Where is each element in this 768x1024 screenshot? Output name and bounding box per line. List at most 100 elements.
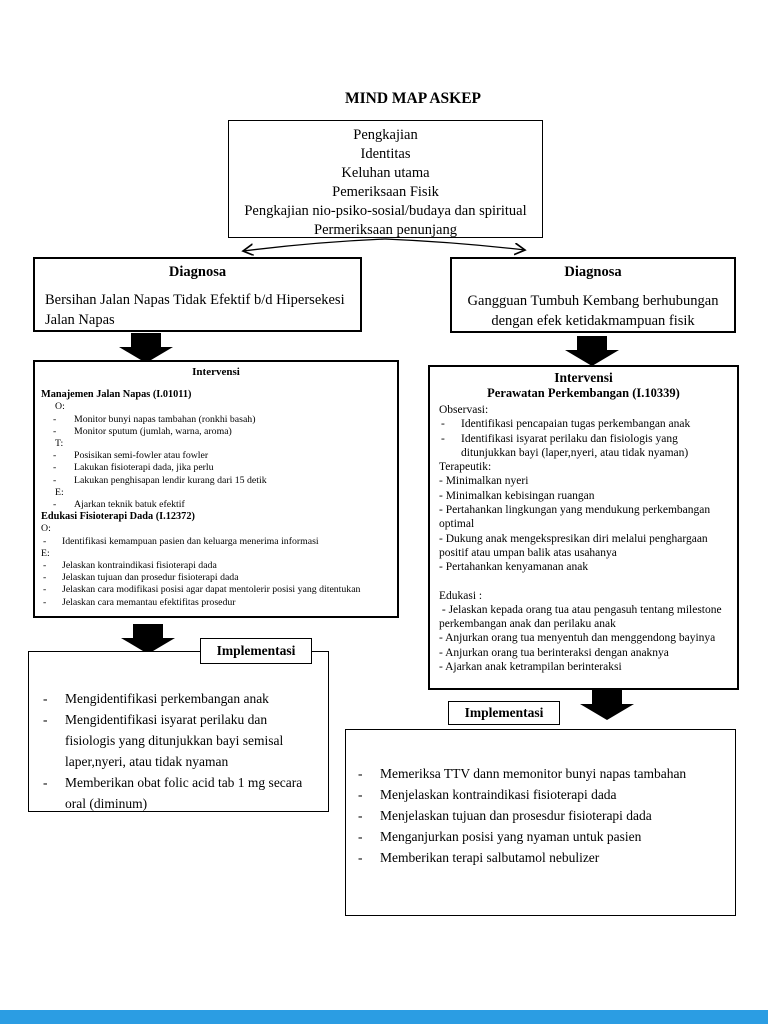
- text-line: - Monitor bunyi napas tambahan (ronkhi ba…: [41, 414, 391, 426]
- bullet-text: Mengidentifikasi isyarat perilaku dan fi…: [65, 712, 287, 769]
- text-line: - Ajarkan teknik batuk efektif: [41, 499, 391, 511]
- bullet-dash: -: [43, 560, 47, 572]
- arrow-shaft: [577, 336, 607, 350]
- text-line: Terapeutik:: [439, 461, 492, 474]
- text-line: - Minimalkan nyeri: [439, 475, 529, 488]
- down-arrow-left-intervensi: [121, 624, 175, 654]
- text-line: O:: [55, 401, 65, 413]
- bullet-text: Monitor bunyi napas tambahan (ronkhi bas…: [74, 413, 256, 425]
- arrow-head: [119, 347, 173, 363]
- implementasi-box-right: - Memeriksa TTV dann memonitor bunyi napa…: [345, 729, 736, 916]
- bullet-text: Memberikan obat folic acid tab 1 mg seca…: [65, 775, 306, 811]
- footer-progress-bar: [0, 1010, 768, 1024]
- text-line: -Monitor sputum (jumlah, warna, aroma): [41, 426, 391, 438]
- arrow-to-right-diagnosa: [384, 238, 525, 250]
- arrow-head: [121, 638, 175, 654]
- diagnosa-box-right: Diagnosa Gangguan Tumbuh Kembang berhubu…: [450, 257, 736, 333]
- bullet-dash: -: [43, 572, 47, 584]
- implementasi-label-right: Implementasi: [448, 701, 560, 725]
- text-line: - Ajarkan anak ketrampilan berinteraksi: [439, 661, 622, 674]
- bullet-text: Ajarkan teknik batuk efektif: [74, 499, 185, 511]
- text-line: - Lakukan penghisapan lendir kurang dari …: [41, 475, 391, 487]
- diagnosa-right-title: Diagnosa: [564, 264, 622, 280]
- text-line: - Memberikan obat folic acid tab 1 mg sec…: [41, 772, 320, 814]
- text-line: [439, 575, 728, 589]
- bullet-dash: -: [358, 829, 363, 844]
- text-line: - Pertahankan kenyamanan anak: [439, 561, 589, 574]
- text-line: - Jelaskan kepada orang tua atau pengasu…: [439, 603, 725, 631]
- text-line: Manajemen Jalan Napas (I.01011): [41, 389, 192, 401]
- bullet-dash: -: [43, 596, 47, 608]
- text-line: - Posisikan semi-fowler atau fowler: [41, 450, 391, 462]
- bullet-dash: -: [43, 691, 48, 706]
- text-line: -Jelaskan cara memantau efektifitas pros…: [41, 597, 391, 609]
- bullet-dash: -: [53, 474, 57, 486]
- diagnosa-left-text: Bersihan Jalan Napas Tidak Efektif b/d H…: [45, 292, 345, 328]
- bullet-dash: -: [43, 584, 47, 596]
- bullet-dash: -: [43, 535, 47, 547]
- bullet-dash: -: [358, 766, 363, 781]
- assessment-box: Pengkajian Identitas Keluhan utama Pemer…: [228, 120, 543, 238]
- intervensi-left-title: Intervensi: [192, 366, 240, 378]
- arrow-to-left-diagnosa: [243, 238, 386, 251]
- text-line: - Jelaskan tujuan dan prosedur fisioterap…: [41, 572, 391, 584]
- text-line: O:: [41, 523, 51, 535]
- intervensi-box-right: Intervensi Perawatan Perkembangan (I.103…: [428, 365, 739, 690]
- arrow-head: [580, 704, 634, 720]
- bullet-dash: -: [43, 712, 48, 727]
- diagnosa-right-text: Gangguan Tumbuh Kembang berhubungan deng…: [467, 293, 719, 329]
- down-arrow-right-diagnosa: [565, 336, 619, 366]
- intervensi-right-title: Intervensi: [554, 370, 613, 385]
- bullet-dash: -: [53, 499, 57, 511]
- intervensi-right-subtitle: Perawatan Perkembangan (I.10339): [487, 386, 680, 400]
- bullet-text: Identifikasi pencapaian tugas perkembang…: [461, 418, 691, 431]
- bullet-text: Menjelaskan kontraindikasi fisioterapi d…: [380, 787, 617, 802]
- text-line: - Memberikan terapi salbutamol nebulizer: [356, 847, 727, 868]
- down-arrow-left-diagnosa: [119, 333, 173, 363]
- text-line: -Menjelaskan tujuan dan prosesdur fisiot…: [356, 805, 727, 826]
- text-line: - Anjurkan orang tua berinteraksi dengan…: [439, 646, 669, 659]
- implementasi-box-left: - Mengidentifikasi perkembangan anak - Meng…: [28, 651, 329, 812]
- intervensi-left-lines: Manajemen Jalan Napas (I.01011)O:-Monito…: [41, 389, 391, 609]
- bullet-text: Memberikan terapi salbutamol nebulizer: [380, 850, 600, 865]
- page-title: MIND MAP ASKEP: [344, 90, 482, 107]
- bullet-dash: -: [358, 787, 363, 802]
- text-line: - Jelaskan kontraindikasi fisioterapi dad…: [41, 560, 391, 572]
- intervensi-box-left: Intervensi Manajemen Jalan Napas (I.0101…: [33, 360, 399, 618]
- bullet-text: Menganjurkan posisi yang nyaman untuk pa…: [380, 829, 642, 844]
- bullet-dash: -: [43, 775, 48, 790]
- text-line: - Mengidentifikasi isyarat perilaku dan f…: [41, 709, 320, 772]
- text-line: Edukasi Fisioterapi Dada (I.12372): [41, 511, 195, 523]
- text-line: Observasi:: [439, 404, 489, 416]
- text-line: - Minimalkan kebisingan ruangan: [439, 489, 595, 502]
- down-arrow-right-intervensi: [580, 690, 634, 720]
- text-line: E:: [55, 486, 64, 498]
- bullet-text: Posisikan semi-fowler atau fowler: [74, 450, 209, 462]
- text-line: - Anjurkan orang tua menyentuh dan mengg…: [439, 632, 716, 645]
- diagnosa-left-title: Diagnosa: [168, 264, 227, 280]
- text-line: - Mengidentifikasi perkembangan anak: [41, 688, 320, 709]
- arrow-shaft: [131, 333, 161, 347]
- text-line: E:: [41, 547, 50, 559]
- bullet-text: Memeriksa TTV dann memonitor bunyi napas…: [380, 766, 687, 781]
- text-line: -Lakukan fisioterapi dada, jika perlu: [41, 462, 391, 474]
- text-line: - Menganjurkan posisi yang nyaman untuk p…: [356, 826, 727, 847]
- text-line: T:: [55, 438, 64, 450]
- bullet-dash: -: [53, 450, 57, 462]
- bullet-text: Jelaskan cara modifikasi posisi agar dap…: [62, 584, 361, 596]
- bullet-dash: -: [358, 850, 363, 865]
- bullet-text: Mengidentifikasi perkembangan anak: [65, 691, 269, 706]
- text-line: - Menjelaskan kontraindikasi fisioterapi …: [356, 784, 727, 805]
- arrow-shaft: [133, 624, 163, 638]
- bullet-text: Lakukan penghisapan lendir kurang dari 1…: [74, 474, 267, 486]
- text-line: - Jelaskan cara modifikasi posisi agar da…: [41, 584, 391, 596]
- bullet-dash: -: [53, 413, 57, 425]
- bullet-text: Identifikasi isyarat perilaku dan fisiol…: [461, 432, 689, 459]
- bullet-text: Monitor sputum (jumlah, warna, aroma): [74, 425, 232, 437]
- bullet-text: Lakukan fisioterapi dada, jika perlu: [74, 462, 214, 474]
- bullet-text: Jelaskan kontraindikasi fisioterapi dada: [62, 560, 217, 572]
- bullet-text: Jelaskan tujuan dan prosedur fisioterapi…: [62, 572, 239, 584]
- implementasi-label-left: Implementasi: [200, 638, 312, 664]
- bullet-dash: -: [441, 432, 445, 445]
